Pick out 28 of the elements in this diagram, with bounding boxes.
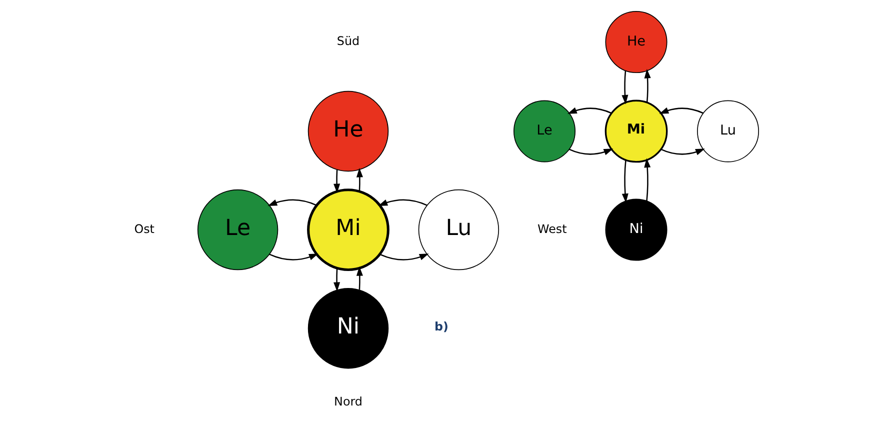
arrow [334, 268, 340, 292]
arrow [269, 254, 318, 260]
arrow [622, 70, 628, 104]
node-circle: Lu [697, 100, 760, 162]
arrow [356, 266, 363, 290]
node-circle: Ni [308, 288, 389, 369]
node-label: West [538, 222, 567, 236]
arrow [378, 199, 428, 206]
arrow [660, 148, 705, 156]
node-label: Nord [334, 394, 362, 408]
arrow [356, 168, 363, 192]
arrow [380, 254, 429, 260]
arrow [622, 160, 628, 203]
node-label: Ost [134, 222, 154, 236]
node-circle: Mi [604, 100, 668, 163]
arrow [644, 158, 651, 202]
label: b) [434, 320, 448, 334]
arrow [568, 148, 614, 156]
node-circle: Le [514, 100, 576, 162]
arrow [659, 107, 704, 114]
arrow [334, 170, 340, 194]
node-circle: He [605, 11, 668, 74]
arrow [567, 107, 612, 114]
node-circle: He [308, 90, 389, 172]
node-label: Süd [336, 34, 360, 48]
node-circle: Ni [605, 198, 668, 261]
arrow [268, 199, 317, 206]
arrow [644, 68, 651, 102]
